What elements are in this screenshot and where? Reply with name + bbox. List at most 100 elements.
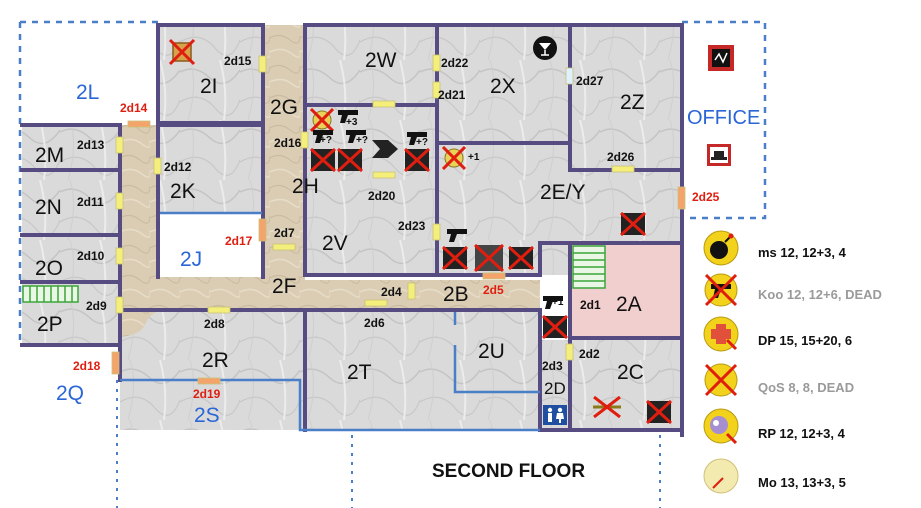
room-label-2s: 2S: [194, 404, 220, 427]
gun-icon: [446, 227, 468, 243]
room-label-2ey: 2E/Y: [540, 181, 586, 204]
door-label-2d1: 2d1: [580, 298, 601, 312]
room-label-2m: 2M: [35, 144, 65, 167]
room-label-2l: 2L: [76, 81, 100, 104]
office-label: OFFICE: [687, 107, 761, 129]
restroom-icon: [543, 405, 567, 425]
crossed-gun-icon: [703, 272, 739, 308]
door-label-2d13: 2d13: [77, 138, 105, 152]
door-label-2d11: 2d11: [77, 195, 104, 209]
room-label-2n: 2N: [35, 196, 62, 219]
room-label-2b: 2B: [443, 283, 469, 306]
marker-label: +3: [346, 117, 358, 128]
door-label-2d26: 2d26: [607, 150, 635, 164]
room-label-2j: 2J: [180, 248, 203, 271]
crossed-token-icon: [309, 107, 335, 133]
door-label-2d9: 2d9: [86, 299, 107, 313]
legend-text: QoS 8, 8, DEAD: [758, 380, 855, 395]
dashed-boundary: [18, 20, 767, 345]
door-label-2d14: 2d14: [120, 101, 148, 115]
room-label-2u: 2U: [478, 340, 505, 363]
medic-icon: [703, 316, 739, 352]
door-label-2d21: 2d21: [438, 88, 466, 102]
legend-text: Koo 12, 12+6, DEAD: [758, 287, 882, 302]
door-label-2d10: 2d10: [77, 249, 105, 263]
room-label-2w: 2W: [365, 49, 397, 72]
gun-icon: [312, 128, 334, 144]
door-label-2d7: 2d7: [274, 226, 295, 240]
door-label-2d4: 2d4: [381, 285, 402, 299]
door-label-2d8: 2d8: [204, 317, 225, 331]
room-label-2o: 2O: [35, 257, 64, 280]
arrow-icon: [370, 136, 400, 162]
crossed-sword-token-icon: [590, 395, 624, 419]
door-label-2d20: 2d20: [368, 189, 396, 203]
crossed-enemy-icon: [473, 243, 505, 273]
legend-text: ms 12, 12+3, 4: [758, 245, 846, 260]
crossed-enemy-icon: [336, 147, 364, 173]
room-label-2p: 2P: [37, 313, 63, 336]
door-label-2d16: 2d16: [274, 136, 302, 150]
doors: [111, 54, 686, 385]
door-label-2d15: 2d15: [224, 54, 252, 68]
door-label-2d22: 2d22: [441, 56, 469, 70]
crossed-token-icon: [441, 145, 467, 171]
crossed-enemy-icon: [619, 211, 647, 237]
room-label-2f: 2F: [272, 275, 297, 298]
door-label-2d5: 2d5: [483, 283, 504, 297]
door-label-2d19: 2d19: [193, 387, 221, 401]
marker-label: +1: [552, 297, 564, 308]
crossed-enemy-icon: [441, 245, 469, 271]
crossed-enemy-icon: [507, 245, 535, 271]
crossed-swords-icon: [703, 362, 739, 398]
marker-label: +?: [320, 135, 332, 146]
gun-icon: [542, 294, 564, 310]
office-computer-icon: [707, 44, 735, 72]
legend-text: DP 15, 15+20, 6: [758, 333, 853, 348]
bomb-icon: [703, 230, 739, 266]
crossed-enemy-icon: [541, 314, 569, 340]
crossed-enemy-icon: [645, 399, 673, 425]
room-label-2r: 2R: [202, 349, 229, 372]
stairs: [22, 245, 606, 303]
room-label-2c: 2C: [617, 361, 644, 384]
door-label-2d23: 2d23: [398, 219, 426, 233]
marker-label: +?: [356, 135, 368, 146]
room-label-2i: 2I: [200, 75, 218, 98]
room-label-2x: 2X: [490, 75, 516, 98]
gun-icon: [345, 128, 367, 144]
legend-text: RP 12, 12+3, 4: [758, 426, 845, 441]
room-label-2a: 2A: [616, 293, 642, 316]
room-label-2k: 2K: [170, 180, 196, 203]
psionic-icon: [703, 408, 739, 445]
crossed-enemy-icon: [309, 147, 337, 173]
martini-icon: [532, 35, 558, 61]
door-label-2d12: 2d12: [164, 160, 192, 174]
floor-title: SECOND FLOOR: [432, 461, 586, 482]
room-label-2v: 2V: [322, 232, 348, 255]
door-label-2d27: 2d27: [576, 74, 604, 88]
marker-label: +1: [468, 152, 480, 163]
gun-icon: [337, 108, 359, 124]
blank-token-icon: [703, 458, 739, 494]
door-label-2d17: 2d17: [225, 234, 253, 248]
hallway: [120, 25, 540, 337]
room-label-2d: 2D: [544, 379, 566, 398]
marker-label: +?: [416, 137, 428, 148]
room-label-2z: 2Z: [620, 91, 645, 114]
door-label-2d18: 2d18: [73, 359, 101, 373]
hat-icon: [706, 143, 732, 167]
crossed-crate-icon: [168, 38, 196, 66]
room-label-2q: 2Q: [56, 382, 85, 405]
door-label-2d3: 2d3: [542, 359, 563, 373]
room-label-2h: 2H: [292, 175, 319, 198]
crossed-enemy-icon: [403, 147, 431, 173]
door-label-2d2: 2d2: [579, 347, 600, 361]
room-label-2g: 2G: [270, 96, 299, 119]
gun-icon: [406, 130, 428, 146]
room-label-2t: 2T: [347, 361, 372, 384]
door-label-2d25: 2d25: [692, 190, 720, 204]
door-label-2d6: 2d6: [364, 316, 385, 330]
legend-text: Mo 13, 13+3, 5: [758, 475, 846, 490]
